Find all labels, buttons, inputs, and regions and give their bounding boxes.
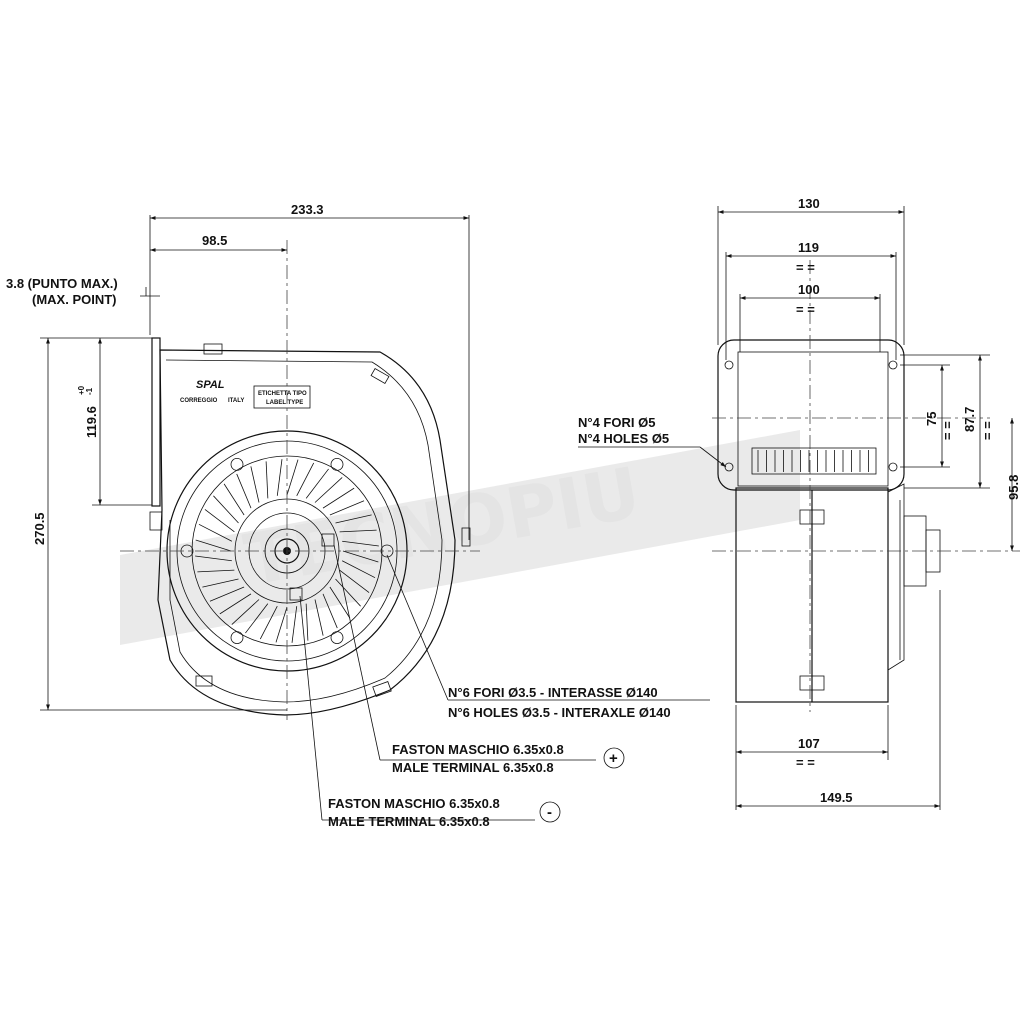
rotor-spoke [305,468,329,499]
label-box-line1: ETICHETTA TIPO [258,391,307,397]
note-holes4-en: N°4 HOLES Ø5 [578,431,669,446]
rotor-spoke [329,586,351,619]
front-dimensions: 233.3 98.5 3.8 (PUNTO MAX.) (MAX. POINT)… [6,202,470,711]
dim-side-inner-width: 119 [798,240,819,255]
mounting-hole [330,631,344,645]
dim-outlet-height: 119.6 [84,406,99,438]
rotor-spoke [250,466,260,503]
dim-side-offset: 95.8 [1006,475,1021,500]
rotor-spoke [342,540,379,547]
rotor-spoke [335,514,372,524]
positive-terminal-symbol [603,747,625,769]
dim-front-width: 233.3 [291,202,324,217]
eq-outlet-width: = = [796,302,815,317]
rotor-spoke [197,569,235,573]
eq-inner-width: = = [796,260,815,275]
dim-outlet-tol-plus: +0 [77,385,86,395]
rotor-spoke [213,495,239,524]
note-holes6-it: N°6 FORI Ø3.5 - INTERASSE Ø140 [448,685,658,700]
rotor-spoke [209,586,245,602]
mounting-hole [330,457,344,471]
brand-logo: SPAL [196,379,225,391]
dim-front-offset: 98.5 [202,233,227,248]
rotor-spoke [335,578,361,607]
dim-side-outlet-width: 100 [798,282,820,297]
dim-side-width: 130 [798,196,820,211]
note-holes6-en: N°6 HOLES Ø3.5 - INTERAXLE Ø140 [448,705,671,720]
rotor-spoke [219,593,252,615]
note-positive-it: FASTON MASCHIO 6.35x0.8 [392,742,564,757]
rotor-spoke [204,509,235,533]
front-view: SPAL CORREGGIO ITALY ETICHETTA TIPO LABE… [120,240,480,720]
rotor-spoke [223,483,245,516]
rotor-spoke [276,459,283,496]
rotor-spoke [342,550,379,563]
rotor-spoke [322,593,338,629]
note-negative-en: MALE TERMINAL 6.35x0.8 [328,814,490,829]
front-leaders: N°6 FORI Ø3.5 - INTERASSE Ø140 N°6 HOLES… [299,544,710,829]
rotor-spoke [314,477,343,503]
brand-country: ITALY [228,398,244,404]
dim-side-holes-v: 75 [924,412,939,426]
note-positive-en: MALE TERMINAL 6.35x0.8 [392,760,554,775]
eq-base-width: = = [796,755,815,770]
rotor-spoke [195,539,232,552]
eq-holes-v: = = [940,421,955,440]
rotor-spoke [341,560,376,579]
eq-holes-v2: = = [980,421,995,440]
rotor-spoke [236,473,252,509]
rotor-spoke [198,523,233,542]
negative-terminal-symbol [539,801,561,823]
rotor-spoke [275,606,288,643]
note-negative-it: FASTON MASCHIO 6.35x0.8 [328,796,500,811]
rotor-spoke [314,599,324,636]
rotor-spoke [265,461,269,499]
dim-overall-depth: 149.5 [820,790,853,805]
rotor-spoke [339,569,370,593]
rotor-spoke [339,529,377,533]
note-holes4-it: N°4 FORI Ø5 [578,415,655,430]
negative-symbol-text: - [547,804,552,821]
rotor-spoke [329,500,365,516]
dim-base-width: 107 [798,736,820,751]
rotor-spoke [322,487,355,509]
dim-side-holes-v2: 87.7 [962,407,977,432]
rotor-spoke [195,555,232,562]
dim-outlet-tol-minus: -1 [85,387,94,395]
note-max-point-en: (MAX. POINT) [32,292,117,307]
rotor-spoke [202,578,239,588]
rotor-spoke [286,459,299,496]
positive-symbol-text: + [609,750,618,767]
rotor-spoke [305,603,309,641]
dim-front-height: 270.5 [32,512,47,545]
label-box [253,385,311,409]
mounting-hole [230,457,244,471]
rotor-spoke [291,606,298,643]
brand-city: CORREGGIO [180,398,218,404]
rotor-spoke [231,599,260,625]
label-box-line2: LABEL TYPE [266,400,303,406]
side-view [712,260,1020,712]
rotor-spoke [296,462,315,497]
rotor-spoke [259,605,278,640]
mounting-hole [230,631,244,645]
rotor-spoke [245,603,269,634]
side-dimensions: 130 119 = = 100 = = 75 = = 87.7 = = 95.8… [578,196,1021,810]
note-max-point-it: 3.8 (PUNTO MAX.) [6,276,118,291]
